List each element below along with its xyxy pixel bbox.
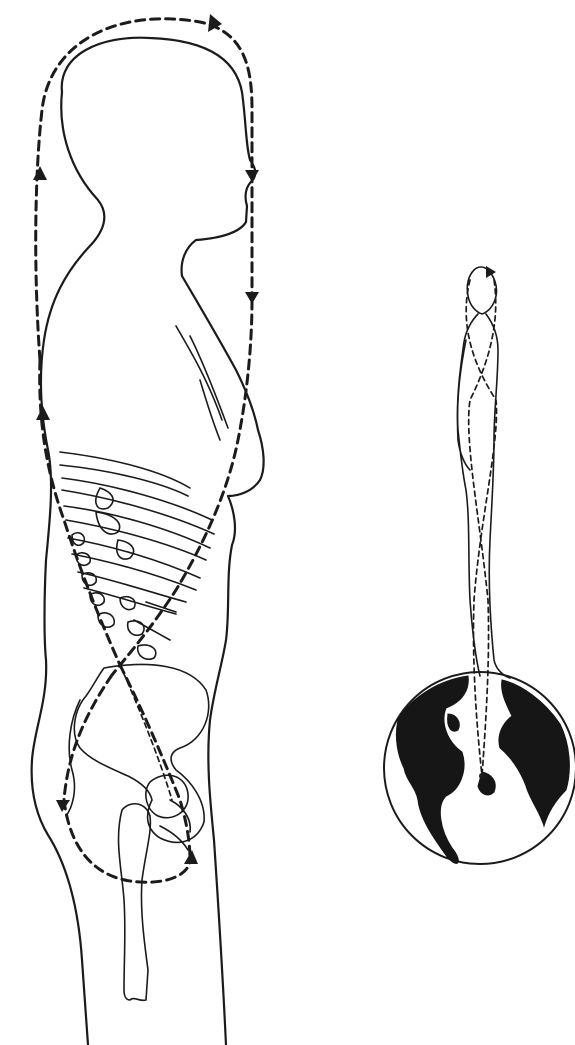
arrow-top-right [208, 14, 222, 32]
cross-line-1 [120, 665, 190, 860]
femur-shaft [119, 804, 151, 1001]
arrow-up-right [184, 850, 198, 864]
arm-line-1 [176, 326, 222, 420]
head-back-outline [62, 38, 256, 276]
back-descending-line [40, 360, 120, 665]
inner-dotted-line [120, 665, 172, 800]
standing-person-on-earth [384, 266, 575, 864]
back-outline [32, 92, 105, 1045]
arrow-left-up-1 [33, 166, 47, 180]
outer-loop-line [36, 19, 252, 360]
pelvis-outline [74, 664, 208, 842]
earth-center-point [479, 773, 485, 779]
ribcage [60, 452, 214, 614]
person-outline [457, 267, 510, 678]
front-descending-line [112, 300, 252, 675]
chest-outline [182, 276, 264, 1045]
arrow-down-left [56, 800, 70, 812]
spine [72, 533, 176, 659]
arm-line-2 [190, 336, 228, 428]
torso-figure [32, 14, 264, 1045]
person-arm [457, 340, 470, 470]
arrow-right-down-1 [245, 170, 259, 182]
person-arrow-top [486, 266, 496, 278]
arrow-left-up-2 [36, 406, 50, 420]
arrow-right-down-2 [245, 292, 259, 304]
